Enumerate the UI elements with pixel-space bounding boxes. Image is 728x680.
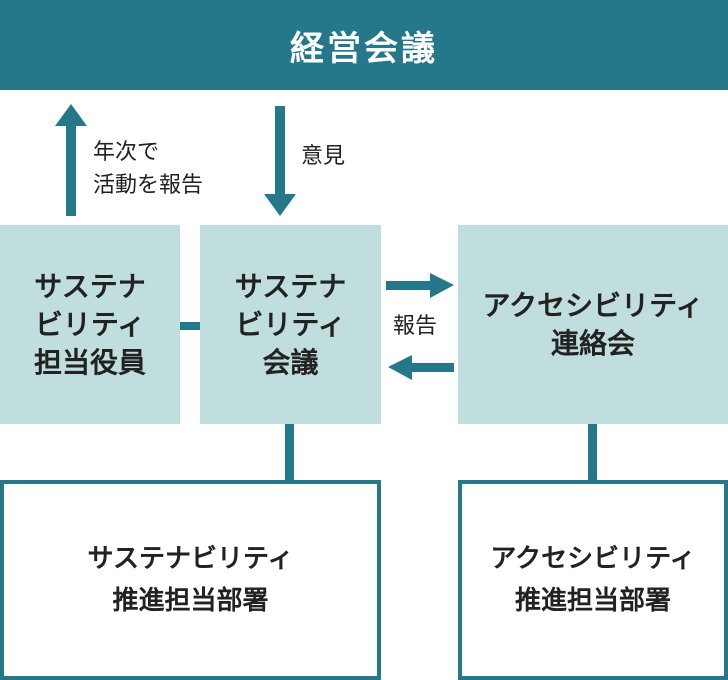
report-label: 報告 bbox=[393, 314, 438, 339]
sustainability-officer-node: サステナ ビリティ 担当役員 bbox=[0, 225, 180, 424]
annual-report-label: 年次で 活動を報告 bbox=[93, 140, 204, 198]
report-right-arrow bbox=[386, 273, 454, 298]
committee-dept-connector bbox=[285, 424, 294, 482]
annual-report-arrow bbox=[55, 104, 87, 216]
liaison-dept-connector bbox=[588, 424, 597, 482]
officer-committee-connector bbox=[180, 322, 200, 330]
report-left-arrow bbox=[388, 355, 454, 380]
sustainability-dept-label: サステナビリティ 推進担当部署 bbox=[87, 544, 294, 616]
accessibility-liaison-node: アクセシビリティ 連絡会 bbox=[458, 225, 728, 424]
opinion-arrow bbox=[264, 106, 296, 216]
management-meeting-header: 経営会議 bbox=[0, 0, 728, 90]
management-meeting-title: 経営会議 bbox=[290, 28, 438, 69]
opinion-label: 意見 bbox=[301, 144, 346, 169]
accessibility-liaison-label: アクセシビリティ 連絡会 bbox=[482, 288, 704, 360]
sustainability-officer-label: サステナ ビリティ 担当役員 bbox=[33, 269, 146, 379]
accessibility-dept-label: アクセシビリティ 推進担当部署 bbox=[490, 544, 696, 616]
sustainability-committee-node: サステナ ビリティ 会議 bbox=[200, 225, 381, 424]
sustainability-committee-label: サステナ ビリティ 会議 bbox=[234, 269, 347, 379]
accessibility-dept-node: アクセシビリティ 推進担当部署 bbox=[458, 480, 728, 680]
sustainability-dept-node: サステナビリティ 推進担当部署 bbox=[0, 480, 381, 680]
